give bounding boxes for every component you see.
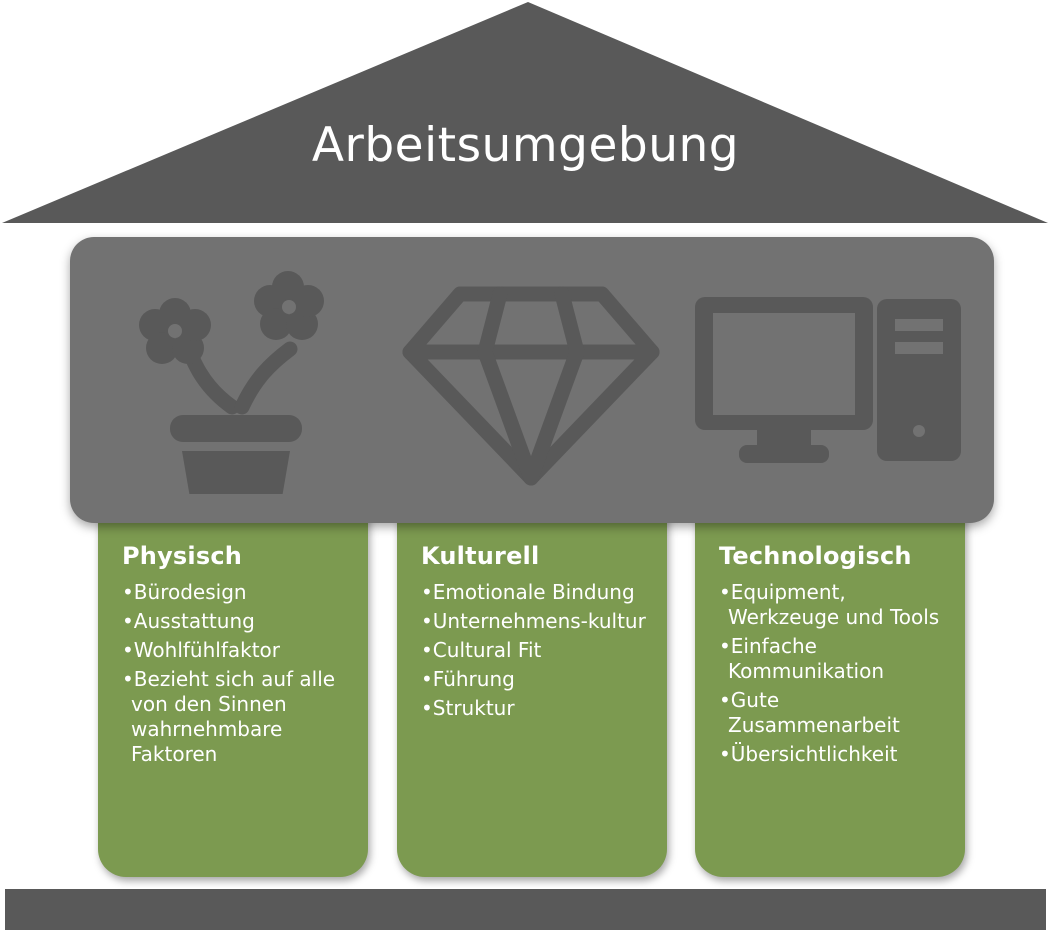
pillar-technologisch: Technologisch Equipment, Werkzeuge und T… bbox=[695, 500, 965, 877]
list-item: Gute Zusammenarbeit bbox=[719, 688, 945, 738]
list-item: Führung bbox=[421, 667, 647, 692]
roof bbox=[2, 2, 1048, 223]
list-item: Emotionale Bindung bbox=[421, 580, 647, 605]
list-item: Equipment, Werkzeuge und Tools bbox=[719, 580, 945, 630]
list-item: Struktur bbox=[421, 696, 647, 721]
list-item: Bürodesign bbox=[122, 580, 348, 605]
flower-pot-icon bbox=[139, 271, 324, 494]
list-item: Übersichtlichkeit bbox=[719, 742, 945, 767]
roof-title: Arbeitsumgebung bbox=[311, 118, 740, 173]
pillar-list: Equipment, Werkzeuge und Tools Einfache … bbox=[719, 580, 945, 767]
icon-beam bbox=[70, 237, 994, 523]
pillar-list: Bürodesign Ausstattung Wohlfühlfaktor Be… bbox=[122, 580, 348, 767]
pillar-title: Technologisch bbox=[719, 542, 912, 570]
pillar-title: Physisch bbox=[122, 542, 243, 570]
pillar-title: Kulturell bbox=[421, 542, 540, 570]
list-item: Ausstattung bbox=[122, 609, 348, 634]
pillar-kulturell: Kulturell Emotionale Bindung Unternehmen… bbox=[397, 500, 667, 877]
list-item: Bezieht sich auf alle von den Sinnen wah… bbox=[122, 667, 348, 767]
computer-icon bbox=[695, 297, 961, 463]
list-item: Wohlfühlfaktor bbox=[122, 638, 348, 663]
list-item: Cultural Fit bbox=[421, 638, 647, 663]
foundation-base bbox=[5, 889, 1046, 930]
pillar-list: Emotionale Bindung Unternehmens-kultur C… bbox=[421, 580, 647, 721]
pillar-physisch: Physisch Bürodesign Ausstattung Wohlfühl… bbox=[98, 500, 368, 877]
list-item: Einfache Kommunikation bbox=[719, 634, 945, 684]
diamond-icon bbox=[402, 286, 660, 486]
list-item: Unternehmens-kultur bbox=[421, 609, 647, 634]
